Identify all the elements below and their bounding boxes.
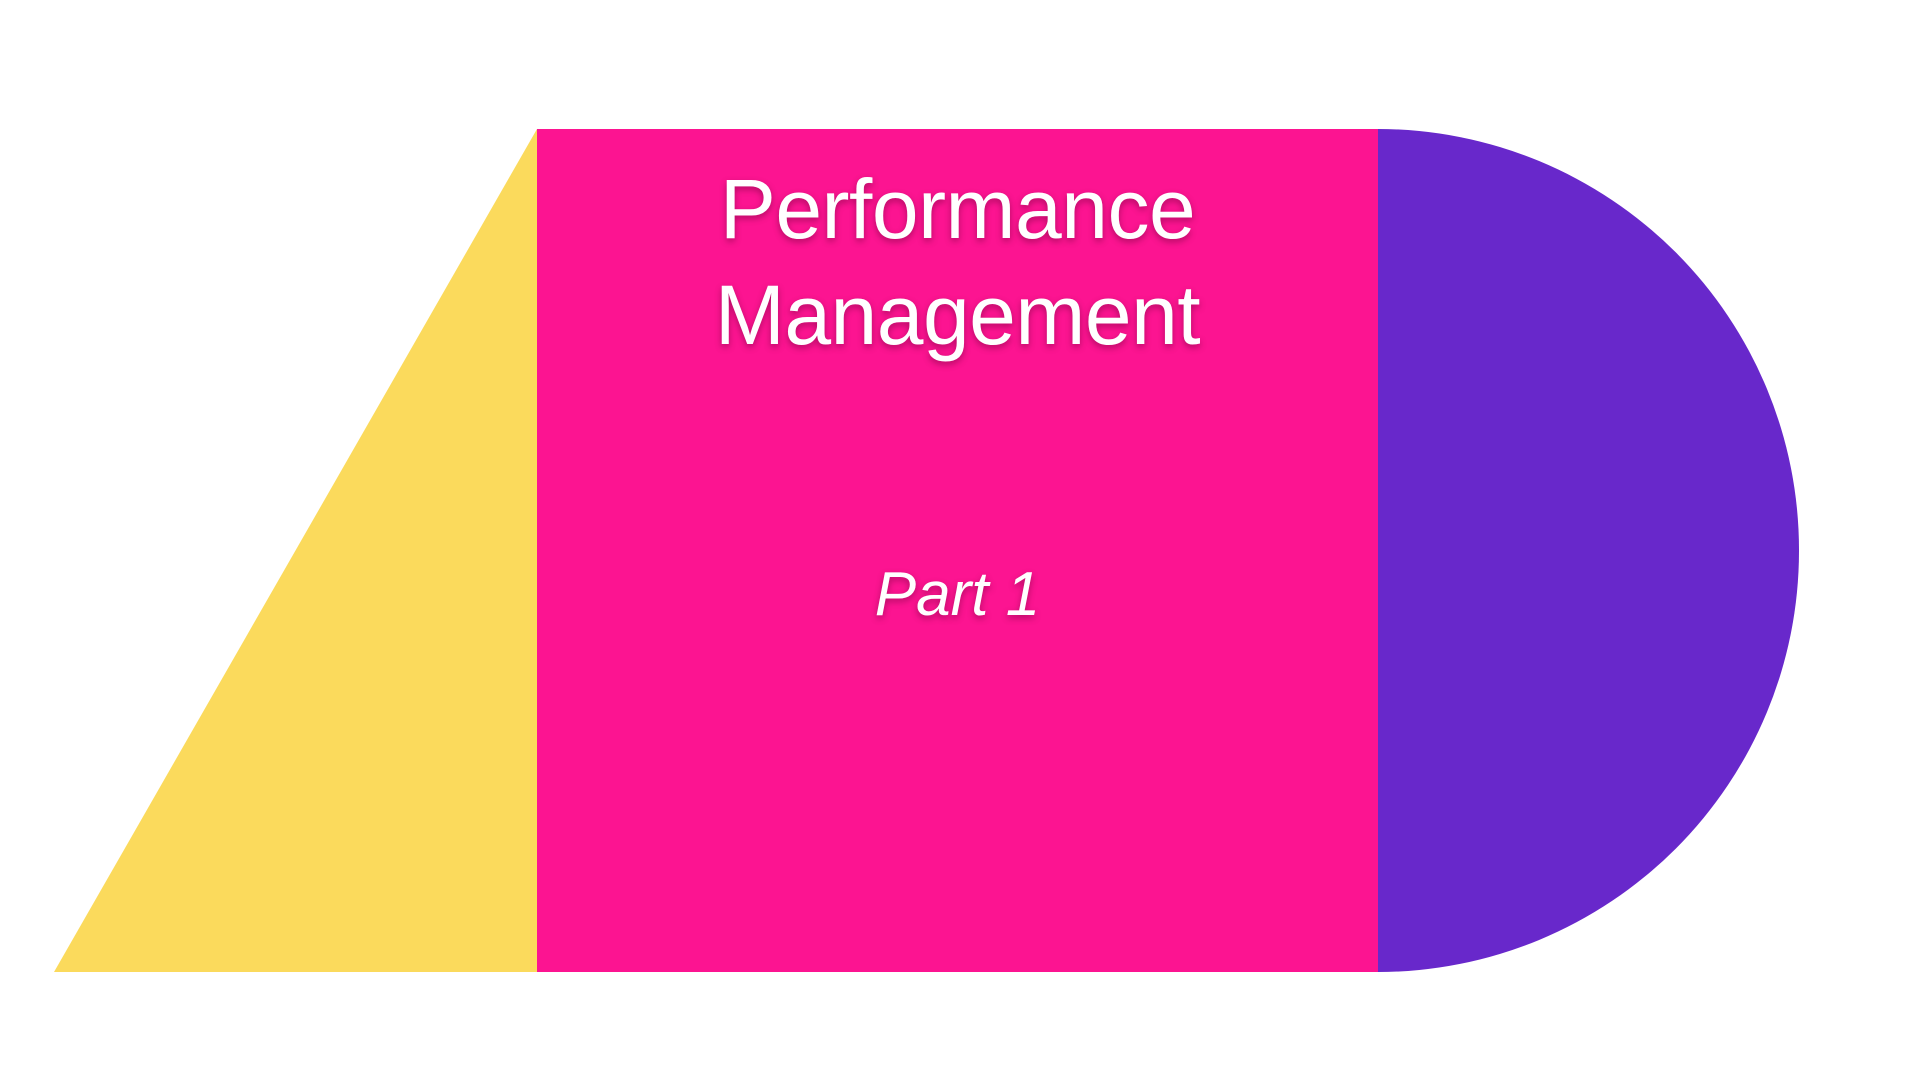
slide-content: Performance Management Part 1 (537, 129, 1378, 972)
yellow-triangle-shape (54, 129, 537, 972)
triangle-icon (54, 129, 537, 972)
pink-panel-shape (537, 129, 1378, 972)
purple-semicircle-shape (1378, 129, 1799, 972)
slide-subtitle: Part 1 (874, 559, 1041, 629)
page-title: Performance Management (714, 162, 1201, 362)
